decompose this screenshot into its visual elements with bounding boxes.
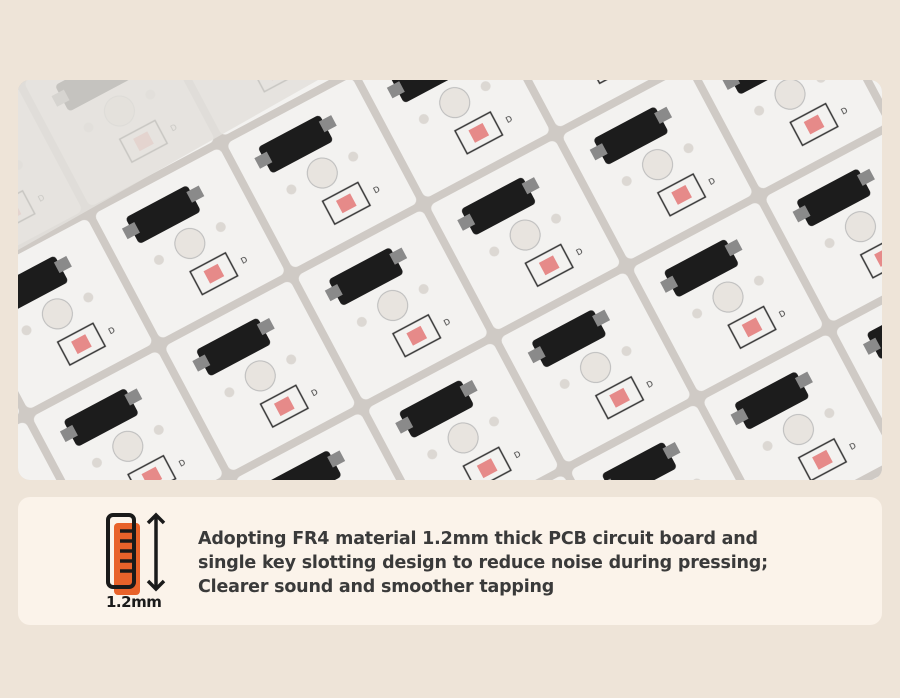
description-line: Clearer sound and smoother tapping — [198, 577, 555, 597]
description-line: Adopting FR4 material 1.2mm thick PCB ci… — [198, 529, 758, 549]
pcb-photo: D — [18, 80, 882, 480]
feature-description: Adopting FR4 material 1.2mm thick PCB ci… — [198, 527, 768, 599]
pcb-thickness-icon — [106, 512, 166, 595]
thickness-label: 1.2mm — [106, 593, 162, 611]
feature-card: 1.2mm Adopting FR4 material 1.2mm thick … — [18, 497, 882, 625]
description-line: single key slotting design to reduce noi… — [198, 553, 768, 573]
